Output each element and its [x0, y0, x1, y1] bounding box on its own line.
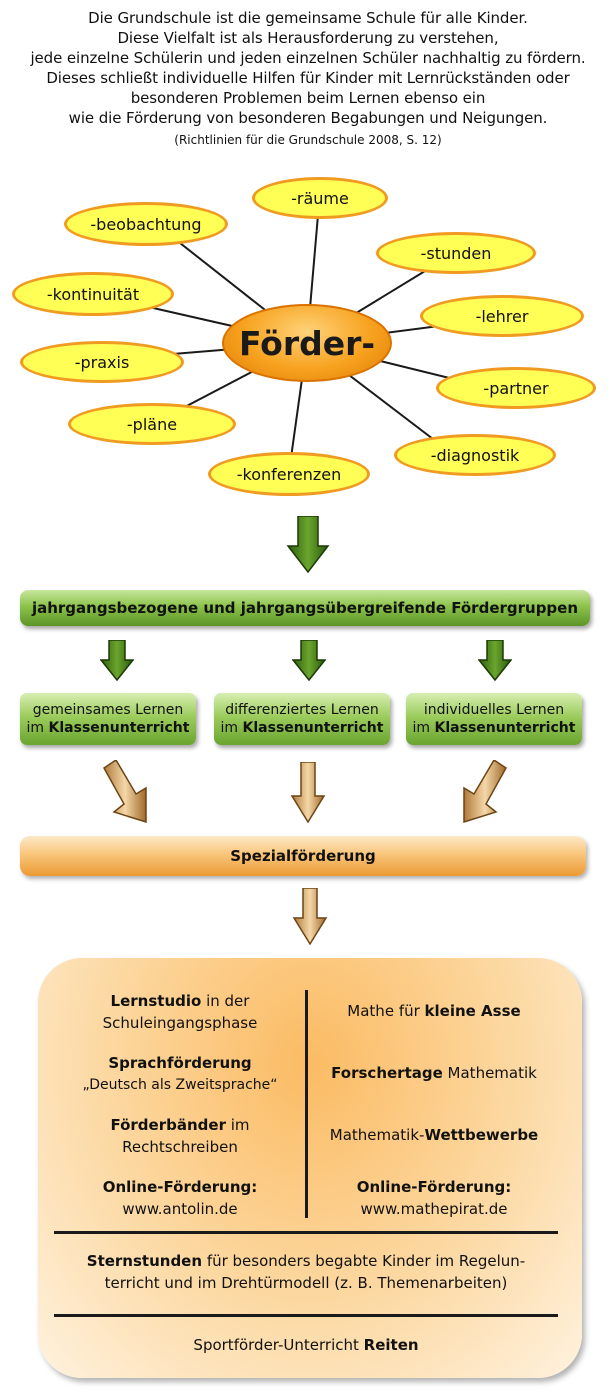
intro-line: Dieses schließt individuelle Hilfen für … — [46, 69, 570, 87]
node-raeume: -räume — [252, 177, 388, 219]
intro-line: besonderen Problemen beim Lernen ebenso … — [130, 89, 486, 107]
node-lehrer: -lehrer — [420, 295, 584, 337]
offer-online-antolin: Online-Förderung: www.antolin.de — [102, 1178, 258, 1218]
offer-forschertage: Forschertage Mathematik — [331, 1064, 537, 1082]
diagonal-arrow-icon — [103, 760, 147, 824]
group-line2: im Klassenunterricht — [412, 720, 576, 736]
node-partner: -partner — [436, 367, 596, 409]
spezialfoerderung-bar: Spezialförderung — [20, 836, 586, 876]
group-line2: im Klassenunterricht — [220, 720, 384, 736]
center-foerder: Förder- — [222, 304, 392, 382]
diagonal-arrow-icon — [463, 760, 507, 824]
group-line1: gemeinsames Lernen — [32, 702, 184, 718]
offer-lernstudio: Lernstudio in der Schuleingangsphase — [102, 992, 258, 1032]
intro-quote: Die Grundschule ist die gemeinsame Schul… — [0, 8, 616, 150]
group-gemeinsam: gemeinsames Lernen im Klassenunterricht — [20, 693, 196, 745]
node-stunden: -stunden — [376, 232, 536, 274]
intro-line: jede einzelne Schülerin und jeden einzel… — [30, 49, 586, 67]
down-arrow-icon — [478, 640, 512, 682]
group-line2: im Klassenunterricht — [26, 720, 190, 736]
down-arrow-icon — [290, 762, 326, 824]
intro-line: Diese Vielfalt ist als Herausforderung z… — [117, 29, 499, 47]
node-beobachtung: -beobachtung — [64, 202, 228, 246]
group-line1: individuelles Lernen — [423, 702, 565, 718]
group-line1: differenziertes Lernen — [225, 702, 379, 718]
foerdergruppen-bar: jahrgangsbezogene und jahrgangsübergreif… — [20, 590, 590, 626]
node-plaene: -pläne — [68, 403, 236, 445]
node-diagnostik: -diagnostik — [394, 434, 556, 476]
group-individuell: individuelles Lernen im Klassenunterrich… — [406, 693, 582, 745]
offer-wettbewerbe: Mathematik-Wettbewerbe — [329, 1126, 539, 1144]
divider — [54, 1314, 558, 1317]
offer-kleine-asse: Mathe für kleine Asse — [347, 1002, 521, 1020]
offer-foerderbaender: Förderbänder im Rechtschreiben — [110, 1116, 250, 1156]
node-konferenzen: -konferenzen — [208, 452, 370, 496]
intro-citation: (Richtlinien für die Grundschule 2008, S… — [174, 133, 442, 147]
down-arrow-icon — [286, 516, 330, 574]
down-arrow-icon — [292, 888, 328, 946]
down-arrow-icon — [292, 640, 326, 682]
offer-sternstunden: Sternstunden für besonders begabte Kinde… — [86, 1252, 526, 1292]
down-arrow-icon — [100, 640, 134, 682]
column-divider — [305, 990, 308, 1218]
intro-line: Die Grundschule ist die gemeinsame Schul… — [88, 9, 528, 27]
divider — [54, 1231, 558, 1234]
group-differenziert: differenziertes Lernen im Klassenunterri… — [214, 693, 390, 745]
node-kontinuitaet: -kontinuität — [12, 272, 174, 316]
offer-sprachfoerderung: Sprachförderung „Deutsch als Zweitsprach… — [82, 1054, 278, 1093]
offer-online-mathepirat: Online-Förderung: www.mathepirat.de — [356, 1178, 512, 1218]
intro-line: wie die Förderung von besonderen Begabun… — [68, 109, 548, 127]
offers-box — [38, 958, 582, 1378]
node-praxis: -praxis — [20, 341, 184, 383]
offer-reiten: Sportförder-Unterricht Reiten — [193, 1336, 419, 1354]
